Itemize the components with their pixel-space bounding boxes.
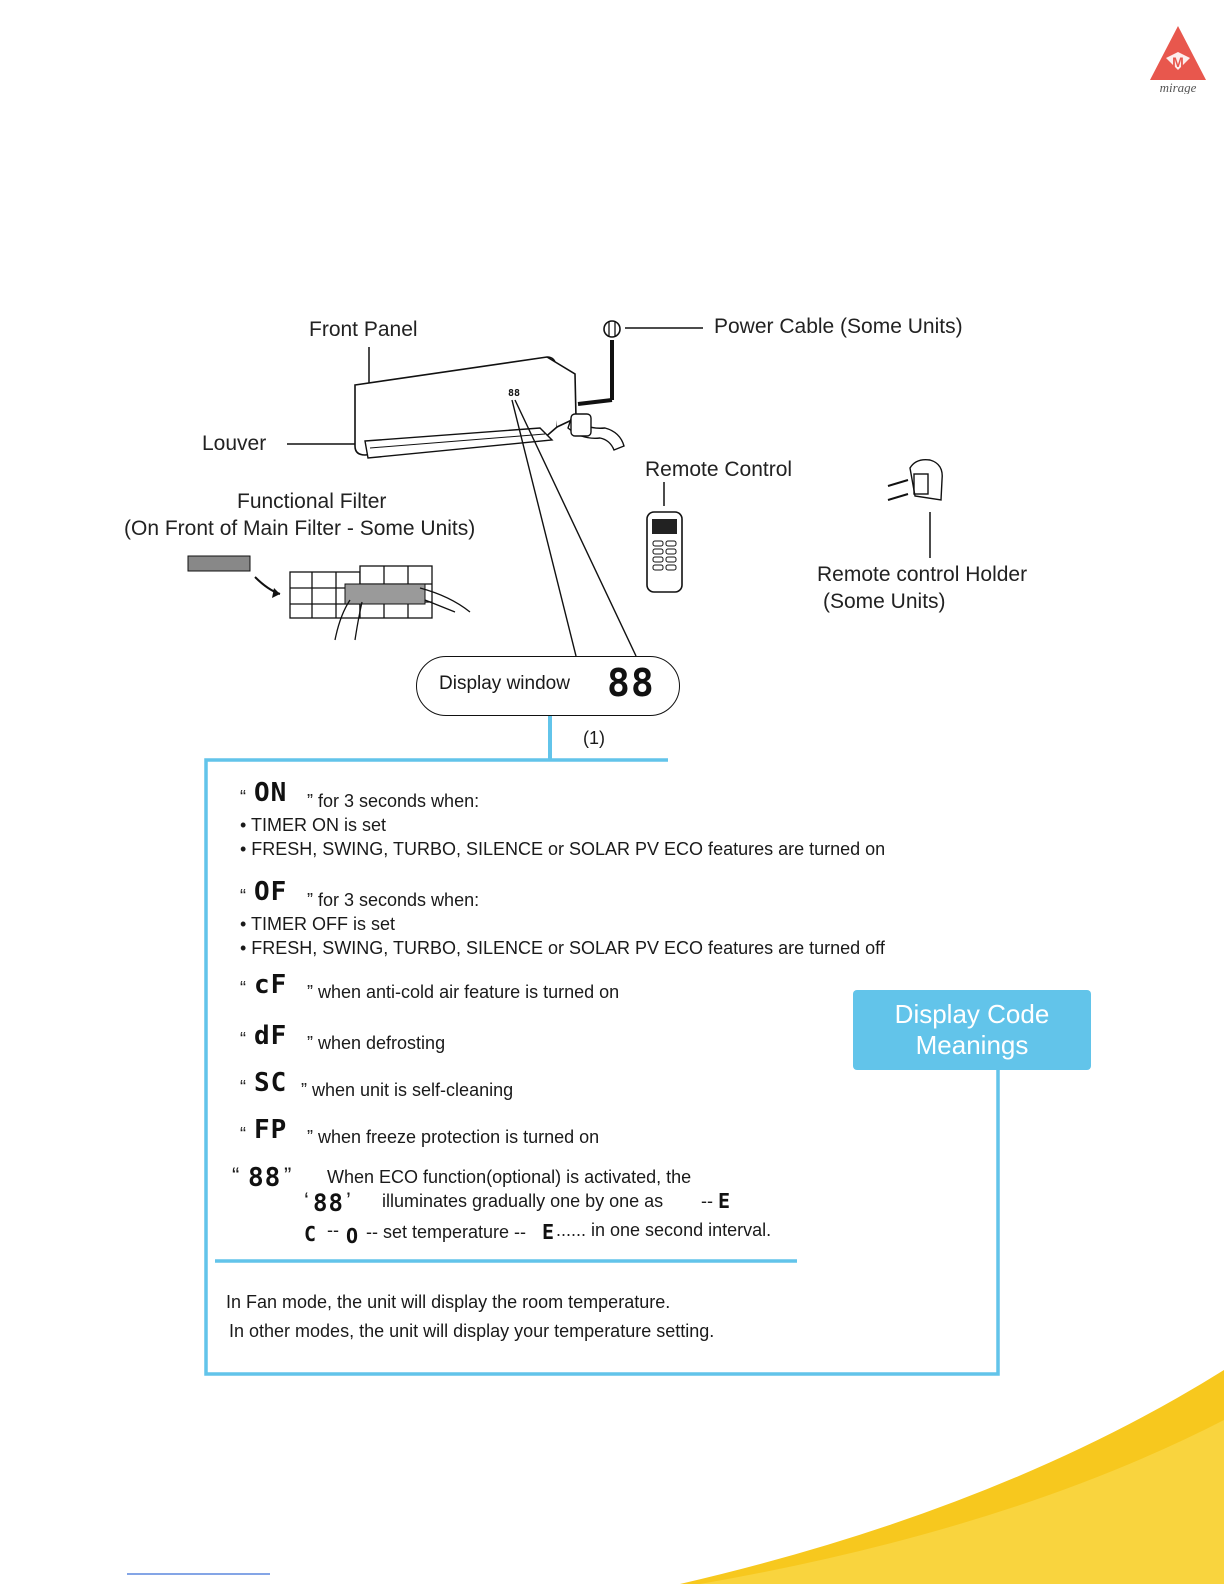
code-cf-text: ” when anti-cold air feature is turned o… — [307, 982, 620, 1002]
code-eco-line3: -- set temperature -- — [366, 1222, 527, 1242]
code-eco-seq: O — [346, 1224, 360, 1248]
code-eco-line3b: ...... in one second interval. — [556, 1220, 772, 1240]
label-remote-control: Remote Control — [645, 458, 793, 481]
brand-name: mirage — [1160, 80, 1197, 94]
code-eco-line2: illuminates gradually one by one as — [382, 1191, 664, 1211]
label-functional-filter-note: (On Front of Main Filter - Some Units) — [124, 517, 476, 540]
code-eco-dash: -- — [327, 1220, 339, 1240]
display-window-label: Display window — [439, 673, 570, 694]
code-eco-dash: -- — [701, 1191, 713, 1211]
badge-line2: Meanings — [915, 1030, 1029, 1060]
unit-display: 88 — [508, 388, 520, 399]
code-df: dF — [254, 1021, 288, 1051]
label-remote-holder: Remote control Holder — [817, 563, 1028, 586]
code-eco: 88 — [248, 1163, 282, 1193]
code-on-title: ” for 3 seconds when: — [307, 791, 480, 811]
note-fan-mode: In Fan mode, the unit will display the r… — [226, 1292, 671, 1312]
code-on-item: • FRESH, SWING, TURBO, SILENCE or SOLAR … — [240, 839, 886, 859]
code-eco-seq: C — [304, 1222, 318, 1246]
code-sc: SC — [254, 1068, 288, 1098]
code-fp: FP — [254, 1115, 288, 1145]
brand-mark: M — [1172, 54, 1184, 70]
code-off: OF — [254, 877, 288, 907]
code-eco-seq: E — [542, 1220, 556, 1244]
code-off-item: • FRESH, SWING, TURBO, SILENCE or SOLAR … — [240, 938, 885, 958]
display-code-meanings-badge: Display Code Meanings — [853, 990, 1091, 1070]
code-eco-seq: E — [718, 1189, 732, 1213]
brand-logo: M mirage — [1148, 24, 1208, 95]
label-power-cable: Power Cable (Some Units) — [714, 315, 963, 338]
code-on: ON — [254, 778, 288, 808]
label-remote-holder-note: (Some Units) — [823, 590, 946, 613]
code-off-title: ” for 3 seconds when: — [307, 890, 480, 910]
code-eco-inline: 88 — [313, 1189, 344, 1217]
code-sc-text: ” when unit is self-cleaning — [301, 1080, 514, 1100]
code-fp-text: ” when freeze protection is turned on — [307, 1127, 600, 1147]
label-front-panel: Front Panel — [309, 318, 418, 341]
code-df-text: ” when defrosting — [307, 1033, 446, 1053]
code-eco-line1: When ECO function(optional) is activated… — [327, 1167, 692, 1187]
badge-line1: Display Code — [894, 999, 1050, 1029]
note-other-modes: In other modes, the unit will display yo… — [229, 1321, 715, 1341]
display-window-digits: 88 — [607, 661, 655, 705]
label-louver: Louver — [202, 432, 267, 455]
callout-number: (1) — [583, 728, 605, 748]
display-window: Display window 88 — [416, 656, 680, 716]
code-cf: cF — [254, 970, 288, 1000]
label-functional-filter: Functional Filter — [237, 490, 387, 513]
code-on-item: • TIMER ON is set — [240, 815, 386, 835]
code-off-item: • TIMER OFF is set — [240, 914, 395, 934]
